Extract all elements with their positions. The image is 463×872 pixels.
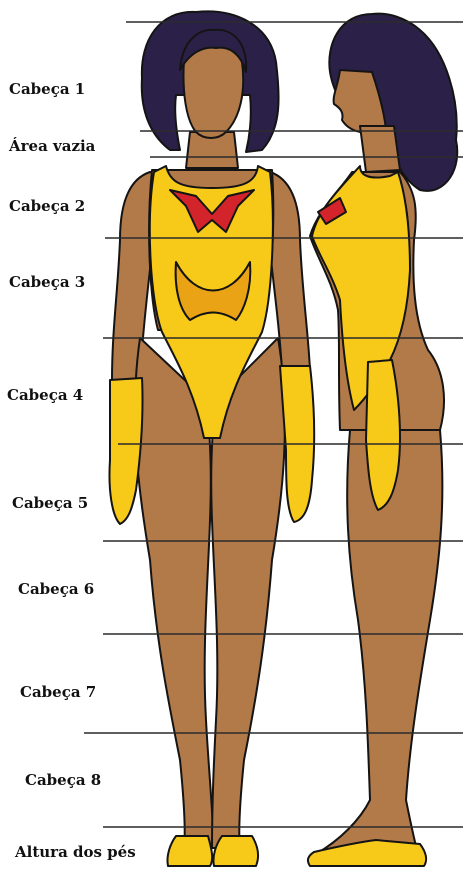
label-head-6: Cabeça 6 xyxy=(18,580,94,598)
front-face xyxy=(184,45,244,138)
label-head-4: Cabeça 4 xyxy=(7,386,83,404)
side-boot xyxy=(308,840,426,866)
label-head-5: Cabeça 5 xyxy=(12,494,88,512)
label-empty-area: Área vazia xyxy=(9,137,95,155)
label-head-7: Cabeça 7 xyxy=(20,683,96,701)
front-left-glove xyxy=(109,378,142,524)
label-head-1: Cabeça 1 xyxy=(9,80,85,98)
label-head-8: Cabeça 8 xyxy=(25,771,101,789)
side-view-figure xyxy=(308,14,457,866)
front-right-boot xyxy=(213,836,258,866)
label-feet-height: Altura dos pés xyxy=(15,843,136,861)
label-head-3: Cabeça 3 xyxy=(9,273,85,291)
label-head-2: Cabeça 2 xyxy=(9,197,85,215)
front-left-boot xyxy=(167,836,212,866)
front-view-figure xyxy=(109,11,314,866)
side-neck xyxy=(360,126,400,172)
side-glove xyxy=(366,360,400,510)
